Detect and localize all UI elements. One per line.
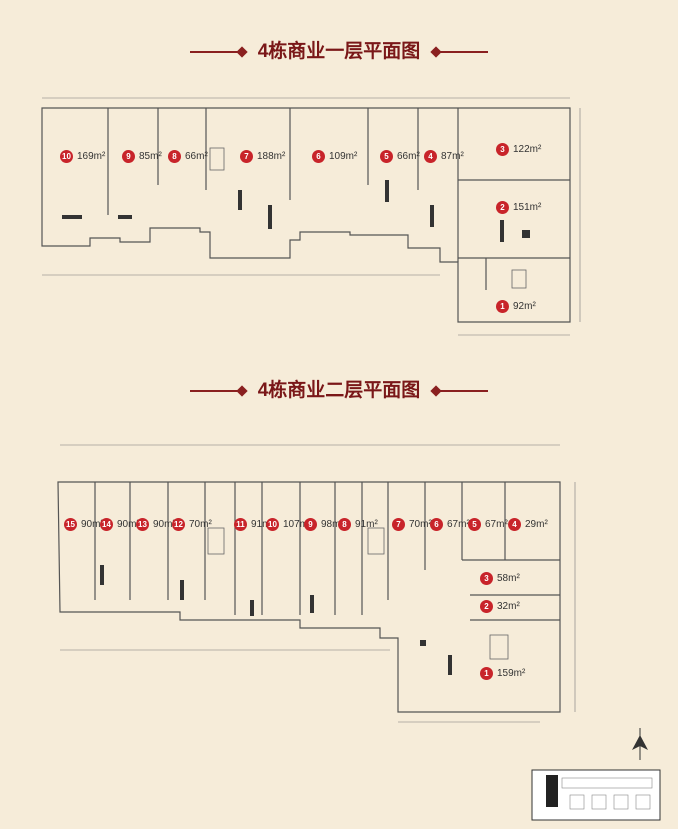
unit-area: 90m² — [153, 519, 176, 530]
unit-number-badge: 7 — [240, 150, 253, 163]
unit-area: 90m² — [81, 519, 104, 530]
unit-number-badge: 4 — [508, 518, 521, 531]
unit-number-badge: 2 — [480, 600, 493, 613]
unit-number-badge: 10 — [266, 518, 279, 531]
unit-area: 91m² — [355, 519, 378, 530]
title-decoration-left — [190, 50, 243, 53]
floor1-outline — [41, 107, 571, 323]
floor1-unit-1: 1 92m² — [496, 300, 536, 313]
unit-area: 29m² — [525, 519, 548, 530]
title-decoration-right — [435, 389, 488, 392]
floor1-title: 4栋商业一层平面图 — [0, 36, 678, 63]
unit-area: 188m² — [257, 151, 286, 162]
floor2-outline — [57, 481, 561, 713]
unit-area: 109m² — [329, 151, 358, 162]
floor2-unit-12: 12 70m² — [172, 518, 212, 531]
floor2-unit-10: 10 107m² — [266, 518, 311, 531]
floor1-unit-2: 2 151m² — [496, 201, 541, 214]
floor2-unit-9: 9 98m² — [304, 518, 344, 531]
floor1-unit-7: 7 188m² — [240, 150, 285, 163]
floor2-unit-15: 15 90m² — [64, 518, 104, 531]
title-decoration-left — [190, 389, 243, 392]
floor2-unit-11: 11 91m² — [234, 518, 274, 531]
unit-number-badge: 6 — [312, 150, 325, 163]
unit-area: 66m² — [397, 151, 420, 162]
unit-area: 85m² — [139, 151, 162, 162]
floor2-unit-14: 14 90m² — [100, 518, 140, 531]
unit-area: 107m² — [283, 519, 312, 530]
floor2-unit-3: 3 58m² — [480, 572, 520, 585]
unit-area: 169m² — [77, 151, 106, 162]
floor1-unit-8: 8 66m² — [168, 150, 208, 163]
unit-number-badge: 10 — [60, 150, 73, 163]
floor1-unit-4: 4 87m² — [424, 150, 464, 163]
key-plan — [531, 769, 661, 821]
unit-area: 87m² — [441, 151, 464, 162]
floor2-unit-6: 6 67m² — [430, 518, 470, 531]
unit-area: 91m² — [251, 519, 274, 530]
unit-area: 122m² — [513, 144, 542, 155]
unit-area: 70m² — [189, 519, 212, 530]
floor2-unit-7: 7 70m² — [392, 518, 432, 531]
unit-number-badge: 3 — [480, 572, 493, 585]
unit-number-badge: 4 — [424, 150, 437, 163]
unit-number-badge: 15 — [64, 518, 77, 531]
unit-area: 90m² — [117, 519, 140, 530]
floor1-unit-3: 3 122m² — [496, 143, 541, 156]
unit-area: 70m² — [409, 519, 432, 530]
floor1-title-text: 4栋商业一层平面图 — [257, 41, 421, 62]
floor2-unit-2: 2 32m² — [480, 600, 520, 613]
unit-area: 58m² — [497, 573, 520, 584]
floor2-unit-1: 1 159m² — [480, 667, 525, 680]
stair-icons — [207, 147, 527, 660]
unit-number-badge: 9 — [304, 518, 317, 531]
north-compass-icon — [632, 728, 648, 760]
unit-area: 98m² — [321, 519, 344, 530]
unit-number-badge: 11 — [234, 518, 247, 531]
structural-columns — [62, 180, 530, 675]
floor2-title-text: 4栋商业二层平面图 — [257, 380, 421, 401]
unit-area: 32m² — [497, 601, 520, 612]
floor1-unit-6: 6 109m² — [312, 150, 357, 163]
floor2-title: 4栋商业二层平面图 — [0, 375, 678, 402]
unit-number-badge: 12 — [172, 518, 185, 531]
unit-number-badge: 6 — [430, 518, 443, 531]
unit-area: 67m² — [485, 519, 508, 530]
unit-number-badge: 5 — [380, 150, 393, 163]
unit-number-badge: 8 — [338, 518, 351, 531]
unit-area: 92m² — [513, 301, 536, 312]
unit-number-badge: 1 — [480, 667, 493, 680]
unit-area: 159m² — [497, 668, 526, 679]
unit-number-badge: 13 — [136, 518, 149, 531]
unit-number-badge: 8 — [168, 150, 181, 163]
title-decoration-right — [435, 50, 488, 53]
floor2-partitions — [94, 482, 560, 621]
unit-number-badge: 7 — [392, 518, 405, 531]
unit-number-badge: 3 — [496, 143, 509, 156]
floor2-unit-5: 5 67m² — [468, 518, 508, 531]
dimension-lines — [42, 97, 581, 723]
unit-number-badge: 9 — [122, 150, 135, 163]
unit-area: 151m² — [513, 202, 542, 213]
floor1-unit-5: 5 66m² — [380, 150, 420, 163]
floor1-unit-9: 9 85m² — [122, 150, 162, 163]
unit-number-badge: 5 — [468, 518, 481, 531]
floor2-unit-13: 13 90m² — [136, 518, 176, 531]
floor1-partitions — [107, 108, 570, 290]
unit-number-badge: 1 — [496, 300, 509, 313]
unit-number-badge: 2 — [496, 201, 509, 214]
floor2-unit-8: 8 91m² — [338, 518, 378, 531]
unit-area: 67m² — [447, 519, 470, 530]
unit-area: 66m² — [185, 151, 208, 162]
unit-number-badge: 14 — [100, 518, 113, 531]
floor1-unit-10: 10 169m² — [60, 150, 105, 163]
floor2-unit-4: 4 29m² — [508, 518, 548, 531]
